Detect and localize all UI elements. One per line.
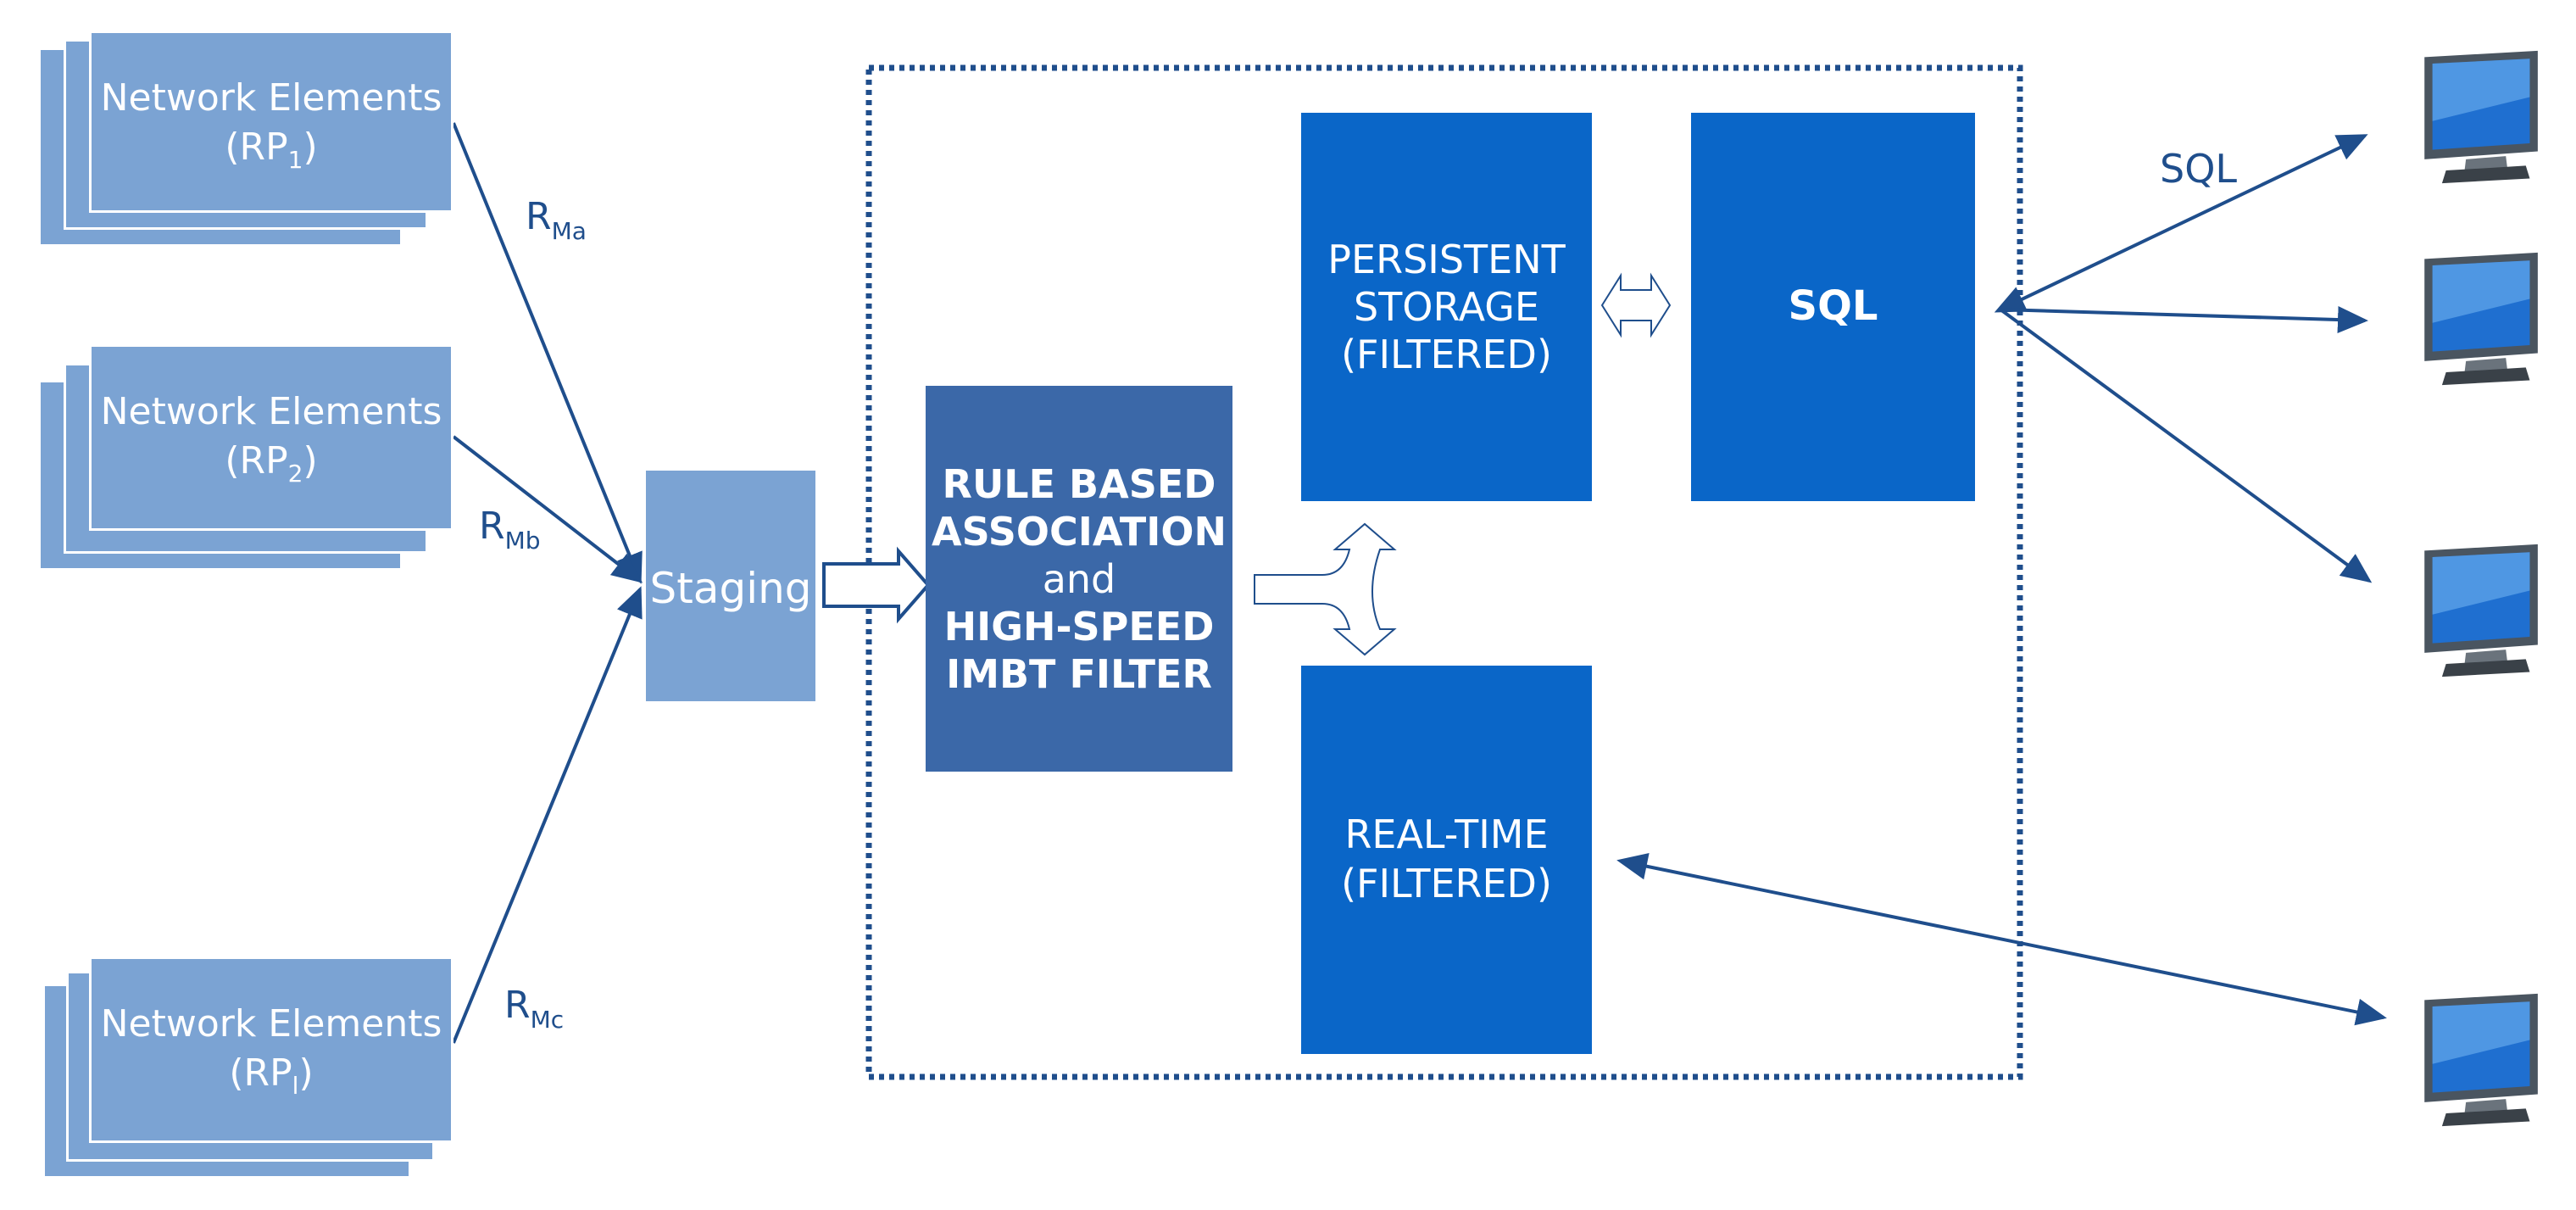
filter-line-5: IMBT FILTER (946, 651, 1212, 697)
network-elements-box-1: Network Elements (RP1) (89, 31, 453, 213)
filter-line-3: and (1042, 556, 1116, 602)
connector-sql-monitor-1 (1994, 134, 2368, 313)
label-rma: RMa (526, 195, 587, 245)
connector-rmb (452, 435, 643, 583)
ne-label: Network Elements (100, 76, 442, 120)
split-arrow (1254, 522, 1397, 656)
filter-line-1: RULE BASED (942, 461, 1216, 507)
ne-sublabel: (RP1) (225, 125, 318, 174)
monitor-icon (2424, 544, 2538, 677)
connector-realtime-monitor (1616, 852, 2387, 1026)
sql-box: SQL (1691, 113, 1975, 501)
connector-rma (452, 122, 643, 584)
hollow-arrow-staging-filter (822, 546, 931, 624)
realtime-line-1: REAL-TIME (1344, 811, 1549, 857)
persistent-line-3: (FILTERED) (1341, 332, 1552, 377)
realtime-box: REAL-TIME (FILTERED) (1301, 666, 1592, 1054)
persistent-storage-box: PERSISTENT STORAGE (FILTERED) (1301, 113, 1592, 501)
connector-sql-monitor-2 (2000, 306, 2368, 334)
monitor-icon (2424, 252, 2538, 386)
connector-sql-monitor-3 (1999, 308, 2373, 583)
filter-line-2: ASSOCIATION (932, 509, 1227, 555)
label-rmb: RMb (479, 505, 541, 555)
ne-label: Network Elements (100, 390, 442, 433)
filter-box: RULE BASED ASSOCIATION and HIGH-SPEED IM… (926, 386, 1232, 772)
hollow-double-arrow (1600, 272, 1672, 338)
realtime-line-2: (FILTERED) (1341, 861, 1552, 906)
network-elements-box-3: Network Elements (RPl) (89, 956, 453, 1143)
ne-sublabel: (RPl) (229, 1051, 314, 1100)
label-sql-flow: SQL (2160, 146, 2238, 192)
staging-box: Staging (646, 471, 815, 701)
staging-label: Staging (649, 564, 812, 613)
persistent-line-1: PERSISTENT (1327, 237, 1566, 282)
connector-rmc (452, 586, 643, 1044)
ne-label: Network Elements (100, 1002, 442, 1046)
ne-sublabel: (RP2) (225, 439, 318, 488)
sql-box-label: SQL (1788, 282, 1878, 330)
label-rmc: RMc (504, 984, 565, 1034)
network-elements-box-2: Network Elements (RP2) (89, 344, 453, 531)
monitor-icon (2424, 993, 2538, 1127)
persistent-line-2: STORAGE (1354, 284, 1539, 330)
monitor-icon (2424, 50, 2538, 184)
filter-line-4: HIGH-SPEED (943, 604, 1215, 650)
